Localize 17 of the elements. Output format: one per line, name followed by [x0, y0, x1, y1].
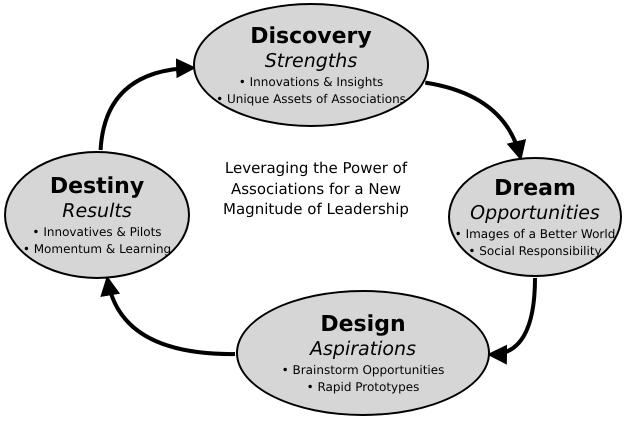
center-caption: Leveraging the Power of Associations for a New Magnitude of Leadership — [222, 158, 410, 220]
stage-subtitle: Strengths — [264, 50, 358, 74]
stage-title: Design — [320, 310, 406, 338]
stage-subtitle: Results — [62, 200, 132, 224]
bullet-item: • Momentum & Learning — [22, 240, 172, 258]
stage-title: Discovery — [250, 22, 372, 50]
bullet-item: • Social Responsibility — [468, 242, 602, 260]
bullet-item: • Brainstorm Opportunities — [282, 362, 444, 379]
bullet-item: • Images of a Better World — [454, 226, 616, 243]
stage-subtitle: Opportunities — [470, 202, 600, 226]
bullet-item: • Rapid Prototypes — [306, 378, 420, 396]
stage-title: Dream — [494, 174, 576, 202]
bullet-item: • Unique Assets of Associations — [216, 90, 406, 108]
stage-title: Destiny — [50, 172, 144, 200]
bullet-item: • Innovatives & Pilots — [32, 224, 162, 241]
stage-subtitle: Aspirations — [310, 338, 416, 362]
bullet-item: • Innovations & Insights — [238, 74, 384, 91]
